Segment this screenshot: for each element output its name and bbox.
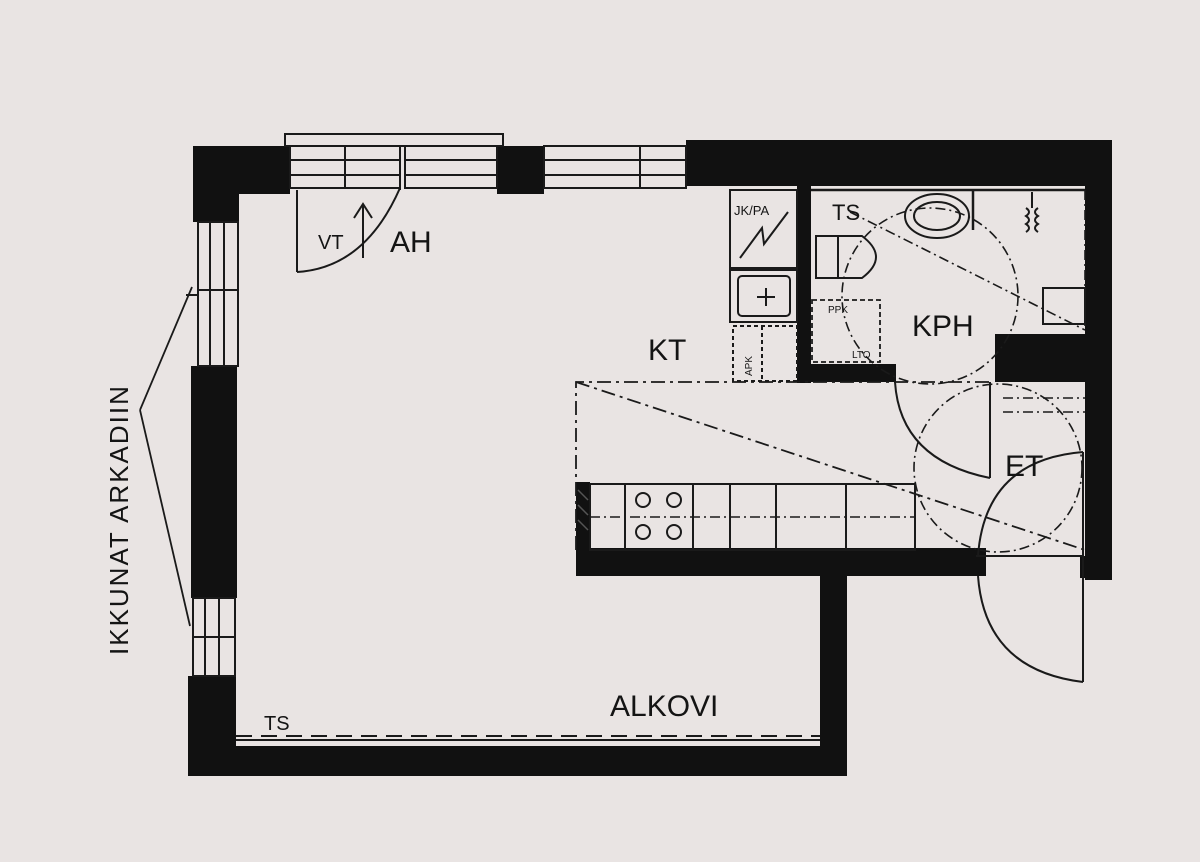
room-label-bathroom: KPH xyxy=(912,310,974,343)
balcony-door xyxy=(296,146,401,273)
kitchen-counter xyxy=(589,483,916,551)
hallway-circle xyxy=(913,383,1085,553)
window-top-left xyxy=(284,133,504,189)
room-label-alcove: ALKOVI xyxy=(610,690,718,723)
wardrobe-label-alcove: TS xyxy=(264,713,290,735)
windows-note-label: IKKUNAT ARKADIIN xyxy=(104,384,134,655)
drying-cabinet-label: PPK xyxy=(828,305,848,316)
stove-burners xyxy=(635,492,682,540)
bathroom-door xyxy=(894,381,991,479)
room-label-living: AH xyxy=(390,226,432,259)
dishwasher-unit xyxy=(732,325,798,382)
upper-cabinet-outline xyxy=(575,381,1086,551)
heat-unit-label: LTO xyxy=(852,350,871,361)
window-top-right xyxy=(543,145,687,189)
bathroom-walls-inner xyxy=(811,188,1085,230)
windows-note-leader xyxy=(139,286,193,627)
fridge-freezer xyxy=(729,189,798,269)
wardrobe-label-bathroom: TS xyxy=(832,200,860,225)
dishwasher-label: APK xyxy=(744,356,755,376)
wardrobe-alcove xyxy=(236,735,820,741)
room-label-kitchen: KT xyxy=(648,334,686,367)
toilet xyxy=(815,235,877,279)
walls xyxy=(188,140,1112,776)
drying-cabinet xyxy=(811,299,881,363)
window-left-upper xyxy=(186,221,239,367)
room-label-hallway: ET xyxy=(1005,450,1043,483)
ventilation-label: VT xyxy=(318,232,344,254)
window-left-lower xyxy=(192,597,236,677)
sink xyxy=(729,269,798,323)
fridge-freezer-label: JK/PA xyxy=(734,203,769,218)
ventilation-arrow xyxy=(353,202,373,258)
washbasin xyxy=(904,193,970,239)
counter-end-shelf xyxy=(577,489,589,531)
entrance-door xyxy=(976,451,1084,683)
shower-fixture xyxy=(1024,192,1040,233)
bath-niche xyxy=(1042,287,1086,325)
bathroom-swing-circle xyxy=(841,190,1086,385)
